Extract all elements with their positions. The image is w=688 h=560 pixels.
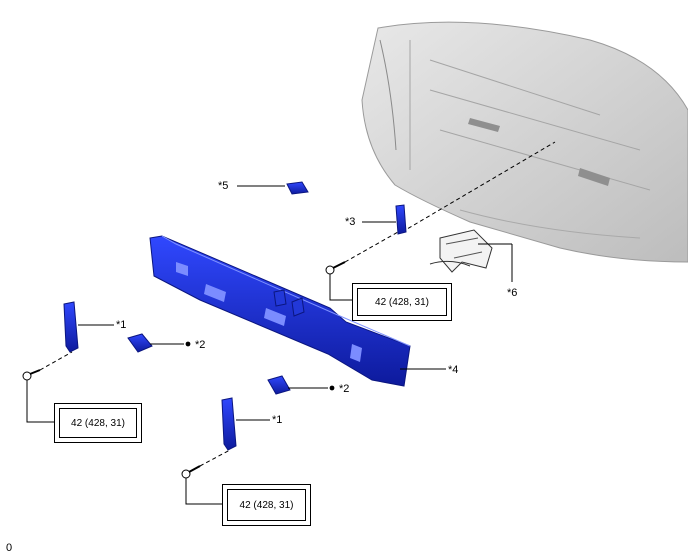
- bolt-3-icon: [325, 231, 399, 301]
- figure-code: 0: [6, 542, 13, 554]
- callout-4: *4: [448, 364, 458, 376]
- dot-2b-icon: [329, 385, 335, 391]
- part-1-bracket-lower: *1: [221, 397, 282, 451]
- torque-box-1a: 42 (428, 31): [54, 403, 142, 443]
- callout-2a: *2: [195, 339, 205, 351]
- torque-value-1a: 42 (428, 31): [59, 408, 137, 438]
- vehicle-body-panel: [361, 21, 688, 263]
- callout-3: *3: [345, 216, 355, 228]
- part-4-beam: *4: [149, 235, 458, 387]
- callout-6: *6: [507, 287, 517, 299]
- part-5-clip: *5: [218, 180, 309, 195]
- torque-value-3: 42 (428, 31): [357, 288, 447, 316]
- part-1-bracket-left: *1: [63, 301, 126, 353]
- dot-2a-icon: [185, 341, 191, 347]
- callout-5: *5: [218, 180, 228, 192]
- part-2-clip-left: *2: [127, 333, 205, 353]
- part-6-bracket: *6: [429, 229, 517, 299]
- torque-box-1b: 42 (428, 31): [222, 484, 311, 526]
- bolt-1b-icon: [181, 449, 231, 505]
- bolt-1a-icon: [22, 351, 73, 423]
- leader-dashed-body: [401, 141, 556, 233]
- torque-box-3: 42 (428, 31): [352, 283, 452, 321]
- callout-2b: *2: [339, 383, 349, 395]
- part-3-bracket: *3: [345, 204, 407, 235]
- callout-1b: *1: [272, 414, 282, 426]
- callout-1a: *1: [116, 319, 126, 331]
- torque-value-1b: 42 (428, 31): [227, 489, 306, 521]
- part-2-clip-lower: *2: [267, 375, 349, 395]
